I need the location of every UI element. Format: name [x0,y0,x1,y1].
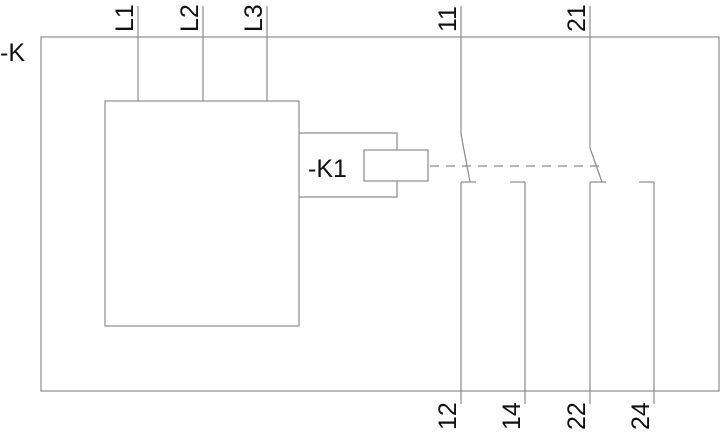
terminal-l3-label: L3 [240,4,268,32]
terminal-21-label: 21 [563,4,591,32]
terminal-24-label: 24 [627,402,655,430]
terminal-11-label: 11 [434,6,462,32]
terminal-12-label: 12 [434,402,462,430]
terminal-l1-label: L1 [111,4,139,32]
terminal-14-label: 14 [498,402,526,430]
coil-wire-bottom [299,181,398,198]
device-enclosure [40,36,720,392]
terminal-l2-label: L2 [176,4,204,32]
device-label: -K [0,39,25,67]
coil-wire-top [299,132,398,150]
monitor-module-box [104,100,300,327]
terminal-22-label: 22 [563,402,591,430]
coil-k1 [363,149,429,182]
contact-1-blade [460,133,471,183]
contact-2-blade [589,147,603,183]
coil-label: -K1 [308,155,347,183]
